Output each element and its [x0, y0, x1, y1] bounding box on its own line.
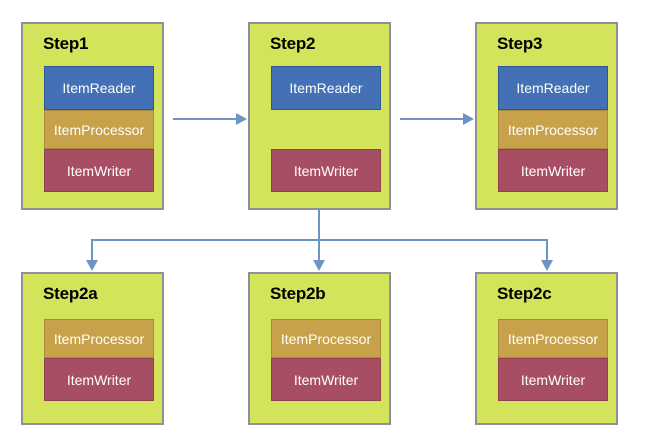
component-itemwriter-step2a[interactable]: ItemWriter — [44, 358, 154, 401]
step-title-step2: Step2 — [270, 34, 316, 53]
step-title-step2a: Step2a — [43, 284, 98, 303]
connector-step2-to-step2a-arrowhead — [86, 260, 98, 271]
step-box-step2a[interactable]: Step2a ItemProcessor ItemWriter — [21, 272, 164, 425]
component-itemwriter-step2[interactable]: ItemWriter — [271, 149, 381, 192]
connector-step1-to-step2-line — [173, 118, 237, 120]
connector-step2-to-step2b-arrowhead — [313, 260, 325, 271]
step-title-step1: Step1 — [43, 34, 89, 53]
component-itemwriter-step3[interactable]: ItemWriter — [498, 149, 608, 192]
component-itemreader-step3[interactable]: ItemReader — [498, 66, 608, 110]
component-itemwriter-step1[interactable]: ItemWriter — [44, 149, 154, 192]
step-title-step2c: Step2c — [497, 284, 552, 303]
connector-step2-branch-stem — [318, 210, 320, 240]
step-box-step2[interactable]: Step2 ItemReader ItemWriter — [248, 22, 391, 210]
component-itemprocessor-step3[interactable]: ItemProcessor — [498, 110, 608, 149]
component-itemwriter-step2c[interactable]: ItemWriter — [498, 358, 608, 401]
connector-step2-to-step2c-arrowhead — [541, 260, 553, 271]
component-itemprocessor-step1[interactable]: ItemProcessor — [44, 110, 154, 149]
component-itemprocessor-step2a[interactable]: ItemProcessor — [44, 319, 154, 358]
connector-step2-to-step2c-line — [546, 239, 548, 262]
connector-step2-to-step2a-line — [91, 239, 93, 262]
connector-step2-to-step2b-line — [318, 239, 320, 262]
step-title-step2b: Step2b — [270, 284, 326, 303]
step-box-step3[interactable]: Step3 ItemReader ItemProcessor ItemWrite… — [475, 22, 618, 210]
step-box-step1[interactable]: Step1 ItemReader ItemProcessor ItemWrite… — [21, 22, 164, 210]
component-itemreader-step1[interactable]: ItemReader — [44, 66, 154, 110]
connector-step2-to-step3-arrowhead — [463, 113, 474, 125]
step-box-step2c[interactable]: Step2c ItemProcessor ItemWriter — [475, 272, 618, 425]
component-itemprocessor-step2b[interactable]: ItemProcessor — [271, 319, 381, 358]
step-title-step3: Step3 — [497, 34, 543, 53]
connector-step2-to-step3-line — [400, 118, 464, 120]
connector-step1-to-step2-arrowhead — [236, 113, 247, 125]
component-itemwriter-step2b[interactable]: ItemWriter — [271, 358, 381, 401]
component-itemreader-step2[interactable]: ItemReader — [271, 66, 381, 110]
step-box-step2b[interactable]: Step2b ItemProcessor ItemWriter — [248, 272, 391, 425]
component-itemprocessor-step2c[interactable]: ItemProcessor — [498, 319, 608, 358]
